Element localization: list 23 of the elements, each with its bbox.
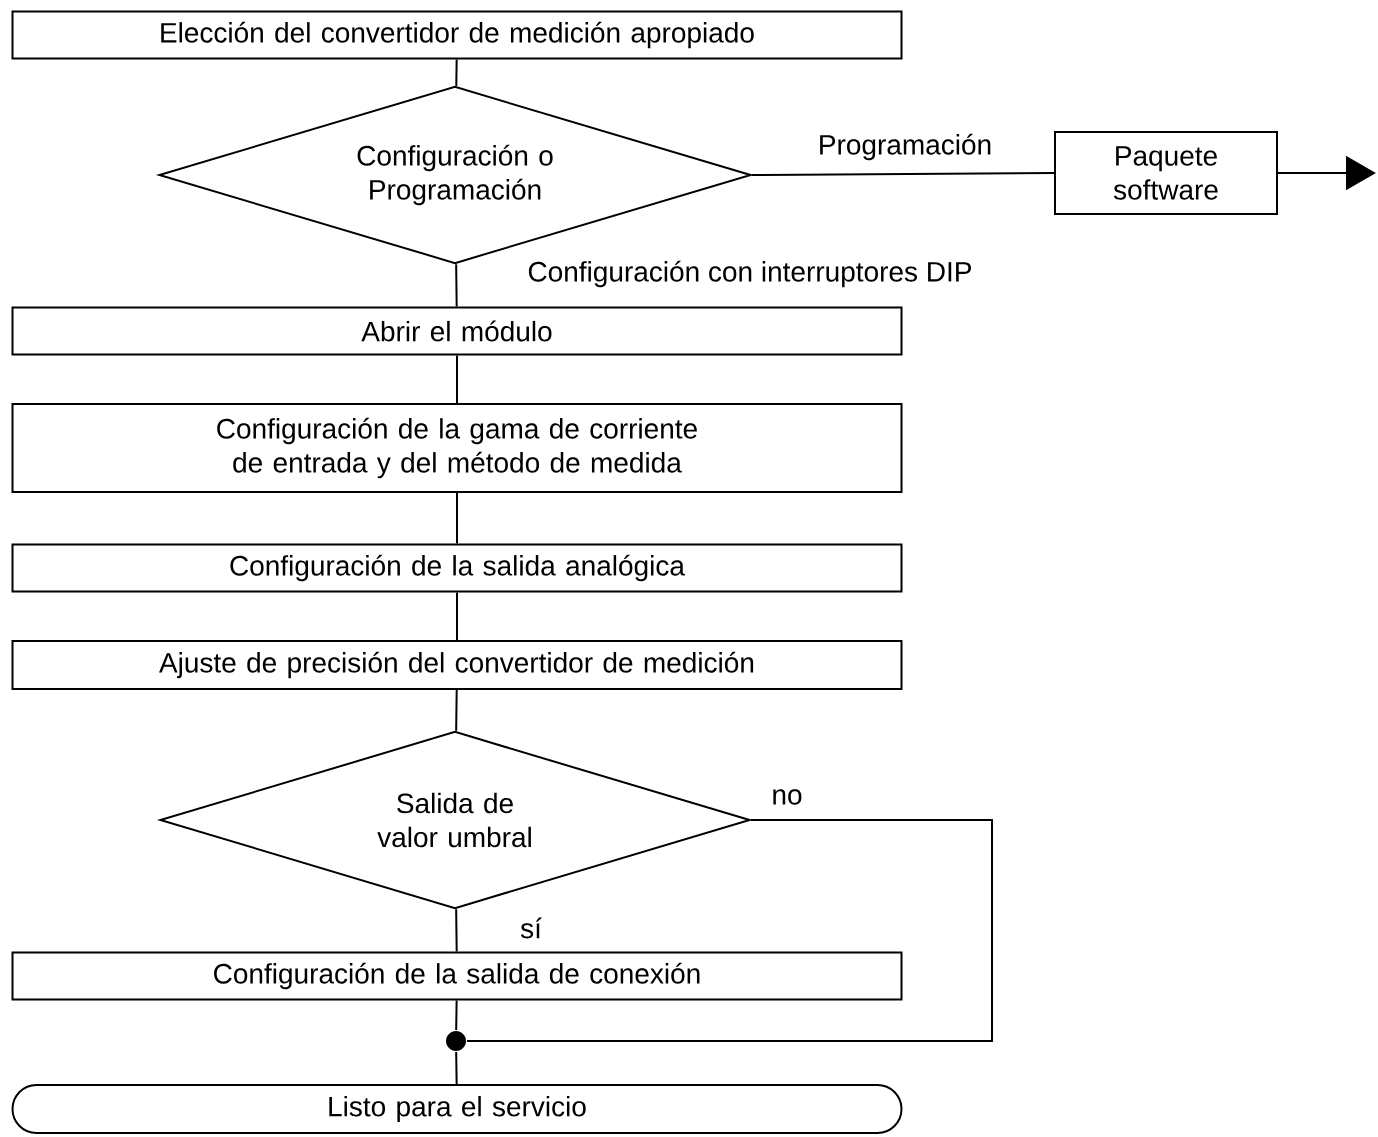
connector-line xyxy=(455,1051,458,1085)
process-box: Configuración de la gama de corriente de entrada y del método de medida xyxy=(11,403,903,493)
process-box: Elección del convertidor de medición apropiado xyxy=(11,10,903,60)
connector-line xyxy=(466,819,993,1042)
connector-line xyxy=(455,908,458,953)
connector-line xyxy=(455,689,458,732)
connector-line xyxy=(456,492,458,545)
terminal-box: Listo para el servicio xyxy=(11,1084,903,1134)
connector-line xyxy=(456,354,458,404)
connector-line xyxy=(455,58,458,87)
connector-line xyxy=(455,999,458,1031)
edge-label: Programación xyxy=(816,132,994,162)
edge-label: no xyxy=(770,788,804,806)
process-box: Abrir el módulo xyxy=(11,306,903,356)
connector-line xyxy=(751,172,1055,176)
connector-line xyxy=(456,591,458,641)
edge-label: sí xyxy=(519,916,543,940)
process-box: Configuración de la salida de conexión xyxy=(11,951,903,1001)
junction-dot xyxy=(446,1031,466,1051)
process-box: Configuración de la salida analógica xyxy=(11,543,903,593)
process-box: Ajuste de precisión del convertidor de medición xyxy=(11,640,903,690)
connector-line xyxy=(455,263,458,308)
process-box: Paquete software xyxy=(1054,131,1278,215)
